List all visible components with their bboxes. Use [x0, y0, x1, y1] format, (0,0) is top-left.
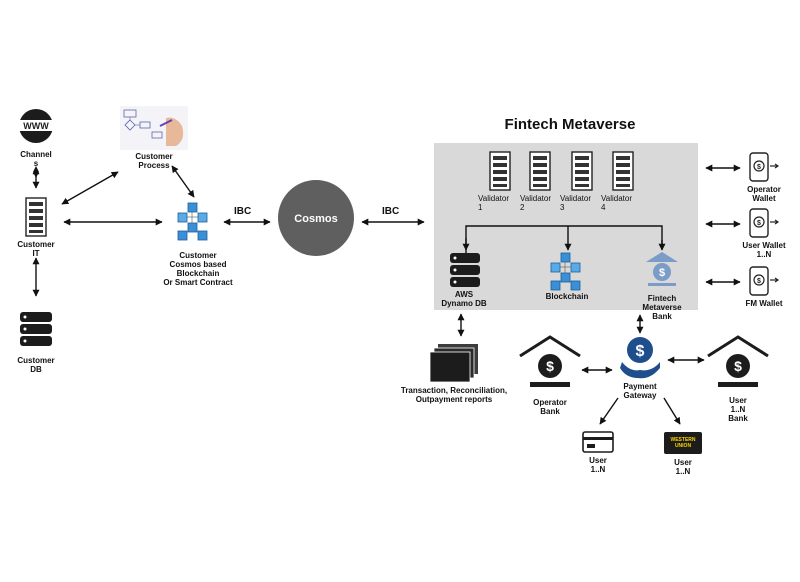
database-icon	[20, 312, 52, 346]
operator-bank-icon: $	[519, 335, 581, 387]
validator-2-server-icon	[529, 151, 551, 191]
user-card-label: User 1..N	[589, 456, 607, 474]
svg-text:$: $	[659, 267, 665, 279]
western-union-card-icon	[664, 432, 702, 454]
reports-label: Transaction, Reconciliation, Outpayment …	[400, 386, 508, 404]
customer-it-server-icon	[25, 197, 47, 237]
svg-text:$: $	[636, 343, 645, 360]
payment-gateway-icon: $	[620, 337, 660, 379]
validator-4-server-icon	[612, 151, 634, 191]
operator-bank-label: Operator Bank	[533, 398, 567, 416]
aws-label: AWS Dynamo DB	[441, 290, 487, 308]
svg-text:$: $	[734, 358, 742, 374]
validator-1-label: Validator 1	[478, 194, 509, 212]
operator-wallet-phone-icon	[749, 152, 779, 182]
globe-icon: WWW	[18, 109, 54, 143]
ibc-left-label: IBC	[234, 206, 252, 217]
customer-process-label: Customer Process	[135, 152, 173, 170]
validator-3-label: Validator 3	[560, 194, 591, 212]
channels-label: Channel s	[20, 150, 52, 168]
payment-gateway-label: Payment Gateway	[623, 382, 657, 400]
customer-it-label: Customer IT	[17, 240, 55, 258]
fm-bank-icon: $	[646, 252, 678, 286]
arrow-gateway-wu	[663, 397, 681, 425]
validator-3-server-icon	[571, 151, 593, 191]
operator-wallet-label: Operator Wallet	[747, 185, 781, 203]
cosmos-hub	[278, 180, 354, 256]
customer-blockchain-label: Customer Cosmos based Blockchain Or Smar…	[163, 251, 233, 287]
user-bank-icon: $	[707, 335, 769, 387]
western-union-logo: WESTERN UNION	[670, 437, 696, 449]
user-wu-label: User 1..N	[674, 458, 692, 476]
customer-db-label: Customer DB	[17, 356, 55, 374]
ibc-right-label: IBC	[382, 206, 400, 217]
svg-text:$: $	[546, 358, 554, 374]
diamond-icon	[33, 166, 39, 178]
cosmos-label: Cosmos	[294, 213, 338, 225]
page-title: Fintech Metaverse	[504, 116, 636, 133]
aws-database-icon	[450, 253, 480, 287]
blockchain-label: Blockchain	[545, 292, 589, 301]
user-bank-label: User 1..N Bank	[728, 396, 748, 423]
reports-documents-icon	[429, 344, 478, 383]
arrow-process-blockchain	[171, 165, 195, 198]
arrow-it-process	[61, 171, 119, 205]
arrow-gateway-card	[599, 397, 619, 425]
validator-4-label: Validator 4	[601, 194, 632, 212]
fm-wallet-label: FM Wallet	[745, 299, 783, 308]
process-flowchart-icon	[120, 106, 188, 150]
fm-bank-label: Fintech Metaverse Bank	[642, 294, 682, 321]
validator-2-label: Validator 2	[520, 194, 551, 212]
user-wallet-label: User Wallet 1..N	[742, 241, 786, 259]
validator-1-server-icon	[489, 151, 511, 191]
svg-text:WWW: WWW	[23, 121, 49, 131]
customer-blockchain-icon	[177, 202, 208, 241]
fm-wallet-phone-icon	[749, 266, 779, 296]
credit-card-icon	[582, 431, 614, 453]
user-wallet-phone-icon	[749, 208, 779, 238]
